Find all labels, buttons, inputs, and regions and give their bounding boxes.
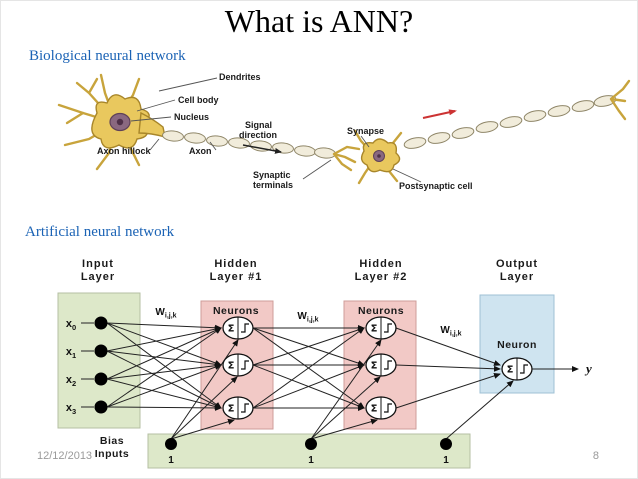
postsynaptic-cell-label: Postsynaptic cell [399, 181, 473, 191]
hidden2-neuron: Σ [365, 316, 397, 340]
hidden-layer2-header-line2: Layer #2 [355, 271, 408, 283]
input-node [94, 400, 108, 414]
synaptic-terminals-shape [332, 145, 361, 172]
biological-section-label: Biological neural network [29, 48, 186, 64]
input-label-x2: x2 [66, 374, 76, 388]
input-layer-header-line2: Layer [81, 271, 115, 283]
activation-step-icon [520, 364, 528, 374]
postsynaptic-neuron [353, 129, 403, 185]
signal-direction-label-line2: direction [239, 130, 277, 140]
bias-value: 1 [168, 455, 174, 466]
slide-title: What is ANN? [224, 3, 414, 39]
weight-label-1: Wi,j,k [155, 307, 176, 320]
hidden-layer1-header-line2: Layer #1 [210, 271, 263, 283]
activation-step-icon [384, 323, 392, 333]
signal-direction-label-line1: Signal [245, 120, 272, 130]
axon-label: Axon [189, 146, 212, 156]
synaptic-terminals-label-line1: Synaptic [253, 170, 291, 180]
input-label-x3: x3 [66, 402, 76, 416]
axon-myelin-chain [162, 130, 336, 159]
postsynaptic-nucleolus [377, 154, 381, 158]
artificial-section-label: Artificial neural network [25, 224, 175, 240]
output-layer-header-line2: Layer [500, 271, 534, 283]
axon-hillock-shape [138, 111, 166, 138]
bias-value: 1 [308, 455, 314, 466]
ann-diagram: Input Layer Hidden Layer #1 Hidden Layer… [57, 258, 592, 469]
synaptic-terminals-label-line2: terminals [253, 180, 293, 190]
bias-node [440, 438, 452, 450]
input-nodes: x0 x1 x2 x3 [66, 316, 108, 416]
input-layer-header-line1: Input [82, 258, 114, 270]
axon-hillock-label: Axon hillock [97, 146, 152, 156]
bias-node [305, 438, 317, 450]
sum-symbol: Σ [371, 361, 378, 372]
connections-hidden2-to-output [395, 327, 501, 409]
presynaptic-neuron [57, 73, 166, 171]
hidden1-neuron: Σ [222, 396, 254, 420]
biological-neuron-diagram: Dendrites Cell body Nucleus Axon hillock… [57, 72, 631, 191]
hidden2-neurons-label: Neurons [358, 305, 404, 317]
activation-step-icon [384, 360, 392, 370]
activation-step-icon [384, 403, 392, 413]
hidden-layer2-header-line1: Hidden [359, 258, 402, 270]
sum-symbol: Σ [371, 324, 378, 335]
bias-inputs-label-line2: Inputs [95, 448, 130, 460]
synapse-label: Synapse [347, 126, 384, 136]
signal-direction-arrow-icon [242, 144, 282, 154]
input-node [94, 316, 108, 330]
dendrites-label: Dendrites [219, 72, 261, 82]
sum-symbol: Σ [371, 404, 378, 415]
connections-bias [170, 339, 514, 440]
connections-hidden1-to-hidden2 [252, 325, 365, 411]
activation-step-icon [241, 360, 249, 370]
input-node [94, 372, 108, 386]
hidden2-neuron: Σ [365, 396, 397, 420]
hidden-layer1-header-line1: Hidden [214, 258, 257, 270]
output-variable-label: y [584, 361, 592, 376]
sum-symbol: Σ [507, 365, 514, 376]
bias-node [165, 438, 177, 450]
hidden1-neurons-label: Neurons [213, 305, 259, 317]
postsynaptic-axon-chain [403, 79, 631, 149]
bias-value: 1 [443, 455, 449, 466]
cell-body-label: Cell body [178, 95, 219, 105]
sum-symbol: Σ [228, 324, 235, 335]
activation-step-icon [241, 403, 249, 413]
sum-symbol: Σ [228, 404, 235, 415]
bias-inputs-box [147, 433, 471, 469]
page-number: 8 [592, 450, 599, 462]
hidden2-neuron: Σ [365, 353, 397, 377]
output-neuron-label: Neuron [497, 339, 537, 351]
hidden1-neuron: Σ [222, 316, 254, 340]
nucleolus-dot [116, 118, 124, 126]
activation-step-icon [241, 323, 249, 333]
hidden1-neuron: Σ [222, 353, 254, 377]
input-node [94, 344, 108, 358]
nucleus-label: Nucleus [174, 112, 209, 122]
weight-label-2: Wi,j,k [297, 311, 318, 324]
signal-direction-red-arrow-icon [422, 109, 457, 119]
input-label-x0: x0 [66, 318, 76, 332]
output-layer-header-line1: Output [496, 258, 538, 270]
weight-label-3: Wi,j,k [440, 325, 461, 338]
output-neuron: Σ [501, 357, 533, 381]
bias-nodes: 1 1 1 [165, 438, 452, 466]
bias-inputs-label-line1: Bias [100, 435, 124, 447]
sum-symbol: Σ [228, 361, 235, 372]
input-label-x1: x1 [66, 346, 76, 360]
footer-date: 12/12/2013 [37, 450, 93, 462]
bio-labels: Dendrites Cell body Nucleus Axon hillock… [97, 72, 473, 191]
